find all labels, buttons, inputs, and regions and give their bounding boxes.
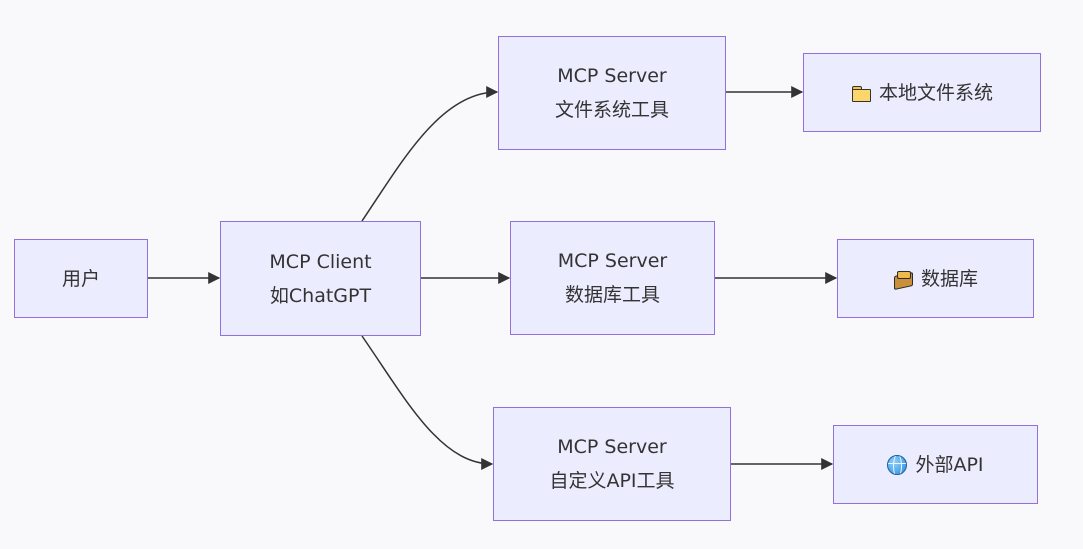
node-user-label: 用户 [61,267,100,290]
edge-client-to-server-custom [361,335,494,470]
globe-icon [887,454,908,475]
node-database-content: 数据库 [893,262,978,296]
node-external-api-content: 外部API [887,448,984,482]
node-local-filesystem-label: 本地文件系统 [878,81,993,104]
folder-icon [851,83,871,103]
node-mcp-client[interactable]: MCP Client 如ChatGPT [220,221,421,336]
node-external-api-label: 外部API [915,453,984,476]
node-local-filesystem[interactable]: 本地文件系统 [803,53,1041,132]
node-mcp-server-filesystem-subtitle: 文件系统工具 [554,99,669,121]
edge-client-to-server-fs [361,86,499,222]
node-mcp-server-filesystem[interactable]: MCP Server 文件系统工具 [498,36,726,150]
node-mcp-server-filesystem-title: MCP Server [557,65,667,87]
node-mcp-server-database[interactable]: MCP Server 数据库工具 [510,221,715,335]
node-local-filesystem-content: 本地文件系统 [851,76,993,110]
node-mcp-server-custom-api-subtitle: 自定义API工具 [549,470,675,492]
node-mcp-client-title: MCP Client [269,250,372,273]
node-mcp-server-custom-api-title: MCP Server [557,436,667,458]
node-user[interactable]: 用户 [14,239,148,318]
node-mcp-client-subtitle: 如ChatGPT [269,284,372,307]
package-icon [893,269,913,289]
node-external-api[interactable]: 外部API [833,425,1038,504]
node-mcp-server-database-title: MCP Server [557,250,668,272]
node-database-label: 数据库 [920,267,978,290]
node-mcp-server-custom-api[interactable]: MCP Server 自定义API工具 [493,407,731,521]
node-mcp-server-database-subtitle: 数据库工具 [564,284,660,306]
node-database[interactable]: 数据库 [837,239,1034,318]
